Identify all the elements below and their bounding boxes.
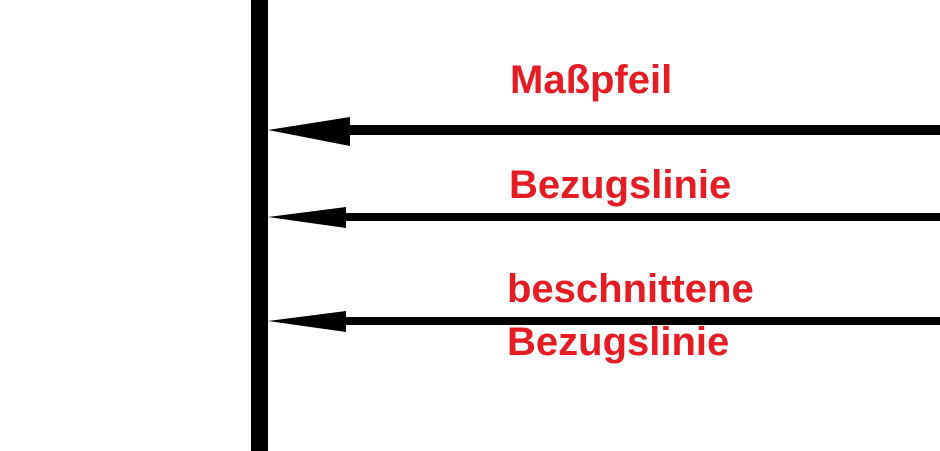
reference-line-arrow	[268, 207, 940, 228]
dimension-arrow-label: Maßpfeil	[510, 58, 672, 102]
trimmed-reference-line-label-line2: Bezugslinie	[507, 320, 729, 364]
trimmed-reference-line-label-line1: beschnittene	[507, 267, 754, 311]
trimmed-reference-line-head	[268, 311, 346, 332]
dimension-arrow-head	[268, 117, 350, 146]
trimmed-reference-line-arrow	[268, 311, 940, 332]
trimmed-reference-line-shaft	[330, 317, 940, 325]
reference-line-label: Bezugslinie	[509, 163, 731, 207]
dimension-arrow-shaft	[340, 125, 940, 135]
vertical-edge-line	[251, 0, 268, 451]
dimension-arrow	[268, 117, 940, 146]
reference-line-head	[268, 207, 346, 228]
reference-line-shaft	[330, 213, 940, 221]
